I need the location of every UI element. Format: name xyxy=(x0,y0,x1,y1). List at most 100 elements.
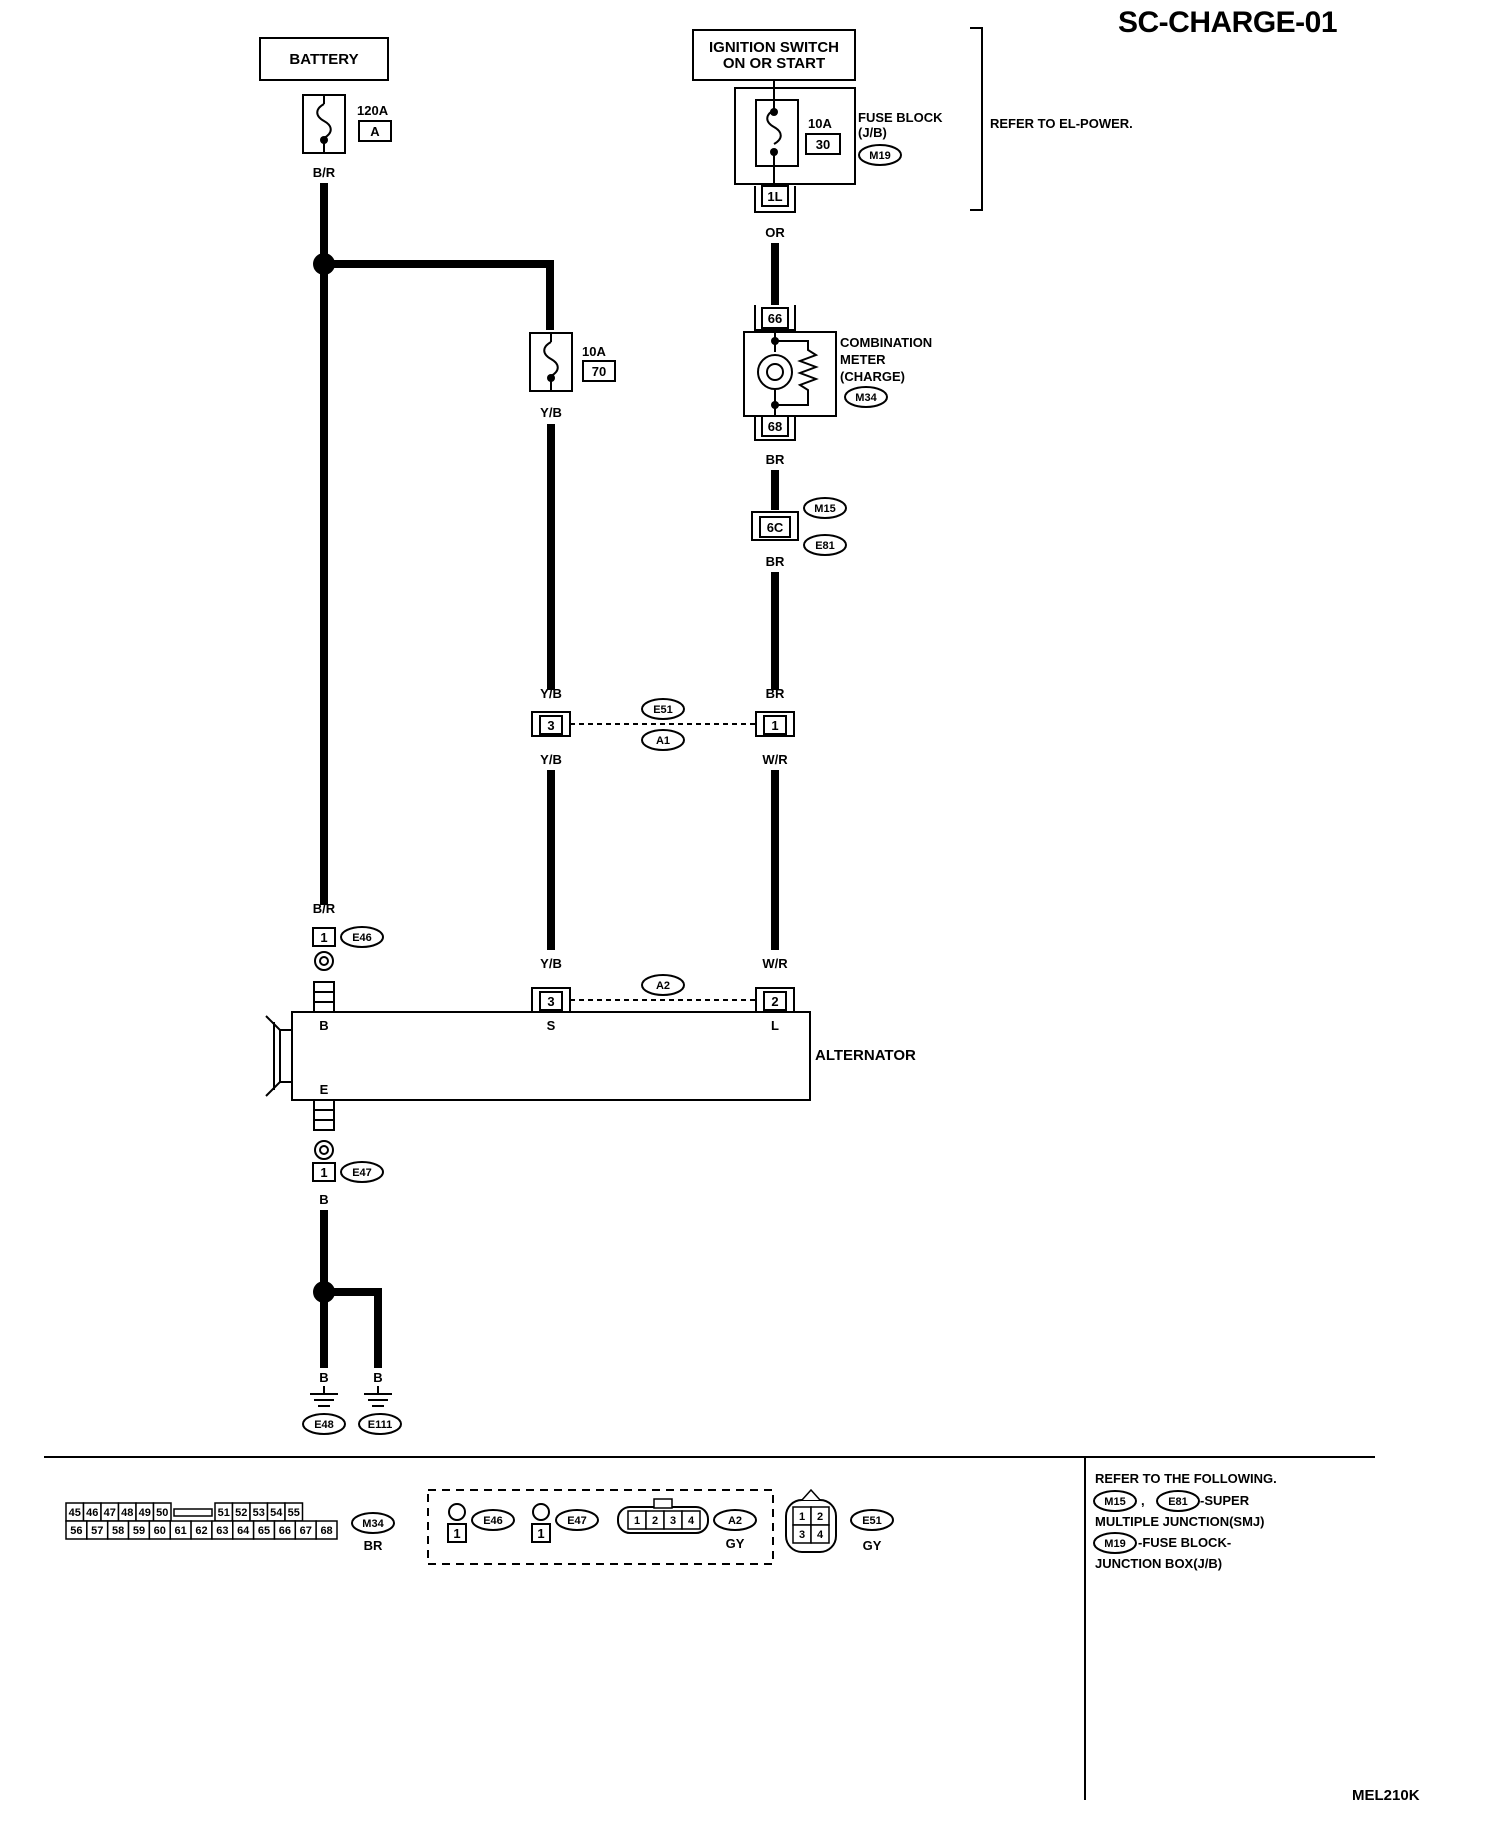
refer-el-power: REFER TO EL-POWER. xyxy=(990,116,1133,131)
conn-e46-pin-box xyxy=(312,927,336,947)
refer-m15: M15 xyxy=(1104,1496,1125,1508)
conn-a2-s-pin: 3 xyxy=(547,994,554,1009)
legend-e47-eyelet-icon xyxy=(532,1503,550,1521)
conn-66-pin-box xyxy=(761,307,789,329)
refer-bracket xyxy=(970,27,983,211)
conn-a2-tag xyxy=(641,974,685,996)
fuse-block-label: FUSE BLOCK xyxy=(858,110,943,125)
ground-e48-icon xyxy=(310,1386,338,1407)
wire-label-b-2: B xyxy=(319,1370,328,1385)
refer-e81: E81 xyxy=(1168,1496,1188,1508)
pin-number: 56 xyxy=(70,1525,82,1537)
conn-m19: M19 xyxy=(869,150,890,162)
refer-m19: M19 xyxy=(1104,1538,1125,1550)
fuse-30-terminal-bottom xyxy=(770,148,778,156)
conn-e51-s-pin: 3 xyxy=(547,718,554,733)
pin-number: 60 xyxy=(154,1525,166,1537)
pin-number: 65 xyxy=(258,1525,270,1537)
conn-66-housing xyxy=(754,305,796,331)
conn-e51-l-housing xyxy=(755,711,795,737)
wire-label-wr-2: W/R xyxy=(762,956,788,971)
refer-m15-tag xyxy=(1093,1490,1137,1512)
pin-number: 4 xyxy=(817,1529,824,1541)
legend-m34-id: M34 xyxy=(362,1518,384,1530)
ignition-label-1: IGNITION SWITCH xyxy=(709,39,839,56)
fuse-block-jb-label: (J/B) xyxy=(858,125,887,140)
fuse-30-element xyxy=(766,109,782,145)
terminal-e-stud-lines xyxy=(314,1109,334,1121)
pin-number: 1 xyxy=(634,1515,640,1527)
pin-number: 54 xyxy=(270,1507,283,1519)
wire-label-yb-4: Y/B xyxy=(540,956,562,971)
charge-lamp-filament xyxy=(766,363,784,381)
conn-e51-l-pin-box xyxy=(763,715,787,735)
pin-number: 3 xyxy=(670,1515,676,1527)
legend-m34-tag xyxy=(351,1512,395,1534)
eyelet-e47-icon xyxy=(314,1140,334,1160)
legend-e47-pin: 1 xyxy=(537,1526,544,1541)
fuse-120a-rating: 120A xyxy=(357,103,389,118)
legend-e47-tag xyxy=(555,1509,599,1531)
conn-e51-l-pin: 1 xyxy=(771,718,778,733)
fuse-120a-terminal xyxy=(320,136,328,144)
legend-m34-color: BR xyxy=(364,1538,383,1553)
conn-1l-pin-box xyxy=(761,185,789,207)
pin-number: 46 xyxy=(86,1507,98,1519)
conn-m34-tag xyxy=(844,386,888,408)
connector-notch xyxy=(173,1508,213,1517)
pin-number: 66 xyxy=(279,1525,291,1537)
pin-cell xyxy=(681,1510,701,1530)
conn-e46: E46 xyxy=(352,932,372,944)
wire-label-br-bottom: B/R xyxy=(313,901,336,916)
pin-cell xyxy=(315,1520,338,1540)
a2-latch-icon xyxy=(653,1498,673,1509)
fuse-120a-element xyxy=(316,103,332,139)
conn-e111: E111 xyxy=(368,1419,392,1431)
pin-number: 2 xyxy=(817,1511,823,1523)
pin-number: 1 xyxy=(799,1511,805,1523)
terminal-e-stud xyxy=(313,1099,335,1131)
conn-68-pin-box xyxy=(761,415,789,437)
wire-b-ground-branch xyxy=(324,1288,382,1368)
legend-e46-pin-box xyxy=(447,1523,467,1543)
conn-e51-s-housing xyxy=(531,711,571,737)
eyelet-e46-hole xyxy=(319,956,329,966)
wire-label-b-1: B xyxy=(319,1192,328,1207)
conn-m15: M15 xyxy=(814,503,835,515)
refer-heading: REFER TO THE FOLLOWING. xyxy=(1095,1471,1277,1486)
conn-6c-pin: 6C xyxy=(767,520,784,535)
fuse-120a-id-box xyxy=(358,120,392,142)
refer-separator: , xyxy=(1141,1493,1145,1508)
combo-label-2: METER xyxy=(840,352,886,367)
pin-number: 52 xyxy=(235,1507,247,1519)
terminal-b-label: B xyxy=(319,1018,328,1033)
pin-number: 64 xyxy=(237,1525,250,1537)
wire-label-br-top: B/R xyxy=(313,165,336,180)
pin-number: 50 xyxy=(156,1507,168,1519)
charge-lamp-icon xyxy=(757,354,793,390)
conn-e51-tag xyxy=(641,698,685,720)
conn-a2-l-pin-box xyxy=(763,991,787,1011)
ground-e111-icon xyxy=(364,1386,392,1407)
conn-e47-tag xyxy=(340,1161,384,1183)
pin-cell xyxy=(810,1524,830,1544)
fuse-30-rating: 10A xyxy=(808,116,832,131)
conn-e48-tag xyxy=(302,1413,346,1435)
alternator-label: ALTERNATOR xyxy=(815,1047,916,1064)
conn-6c-pin-box xyxy=(759,516,791,538)
conn-m19-tag xyxy=(858,144,902,166)
alternator-pulley-icon xyxy=(265,1015,292,1097)
wire-label-wr-1: W/R xyxy=(762,752,788,767)
conn-e51-s-pin-box xyxy=(539,715,563,735)
conn-e81: E81 xyxy=(815,540,835,552)
fuse-70-id-box xyxy=(582,360,616,382)
wire-label-b-3: B xyxy=(373,1370,382,1385)
conn-68-housing xyxy=(754,416,796,441)
pin-number: 3 xyxy=(799,1529,805,1541)
battery-label: BATTERY xyxy=(289,51,358,68)
fuse-30-terminal-top xyxy=(770,108,778,116)
